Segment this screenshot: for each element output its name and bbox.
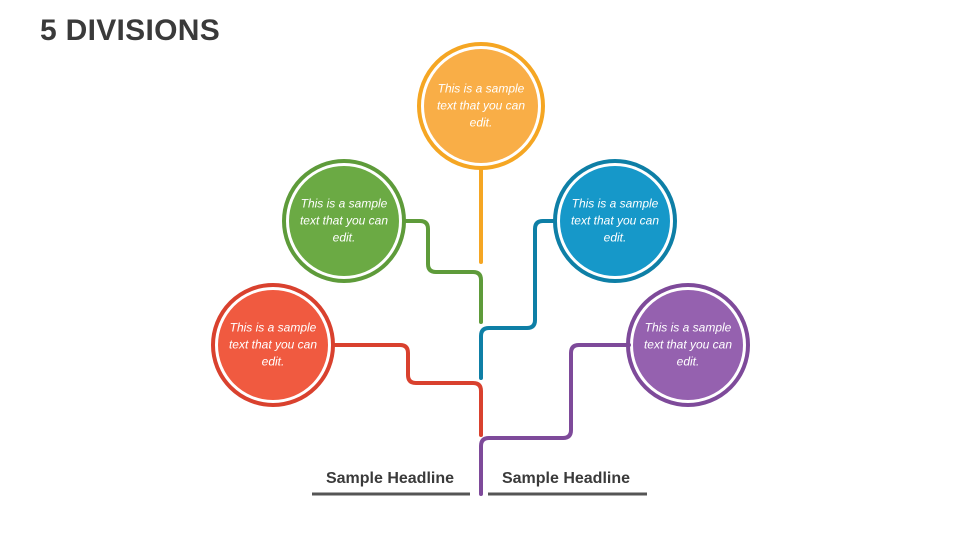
division-circle-purple: [626, 283, 750, 407]
division-circle-blue: [553, 159, 677, 283]
connector-green: [402, 219, 483, 324]
connector-red: [331, 343, 483, 437]
division-text-red: This is a sample text that you can edit.: [228, 320, 318, 369]
division-text-purple: This is a sample text that you can edit.: [643, 320, 733, 369]
division-circle-green: [282, 159, 406, 283]
connector-blue: [479, 219, 557, 380]
division-text-green: This is a sample text that you can edit.: [299, 196, 389, 245]
division-circle-red: [211, 283, 335, 407]
slide-title: 5 DIVISIONS: [40, 14, 221, 47]
division-text-blue: This is a sample text that you can edit.: [570, 196, 660, 245]
division-text-orange: This is a sample text that you can edit.: [436, 81, 526, 130]
headline-left: Sample Headline: [325, 470, 455, 487]
connector-purple: [479, 343, 631, 496]
division-circle-orange: [417, 42, 545, 170]
headline-right: Sample Headline: [501, 470, 631, 487]
